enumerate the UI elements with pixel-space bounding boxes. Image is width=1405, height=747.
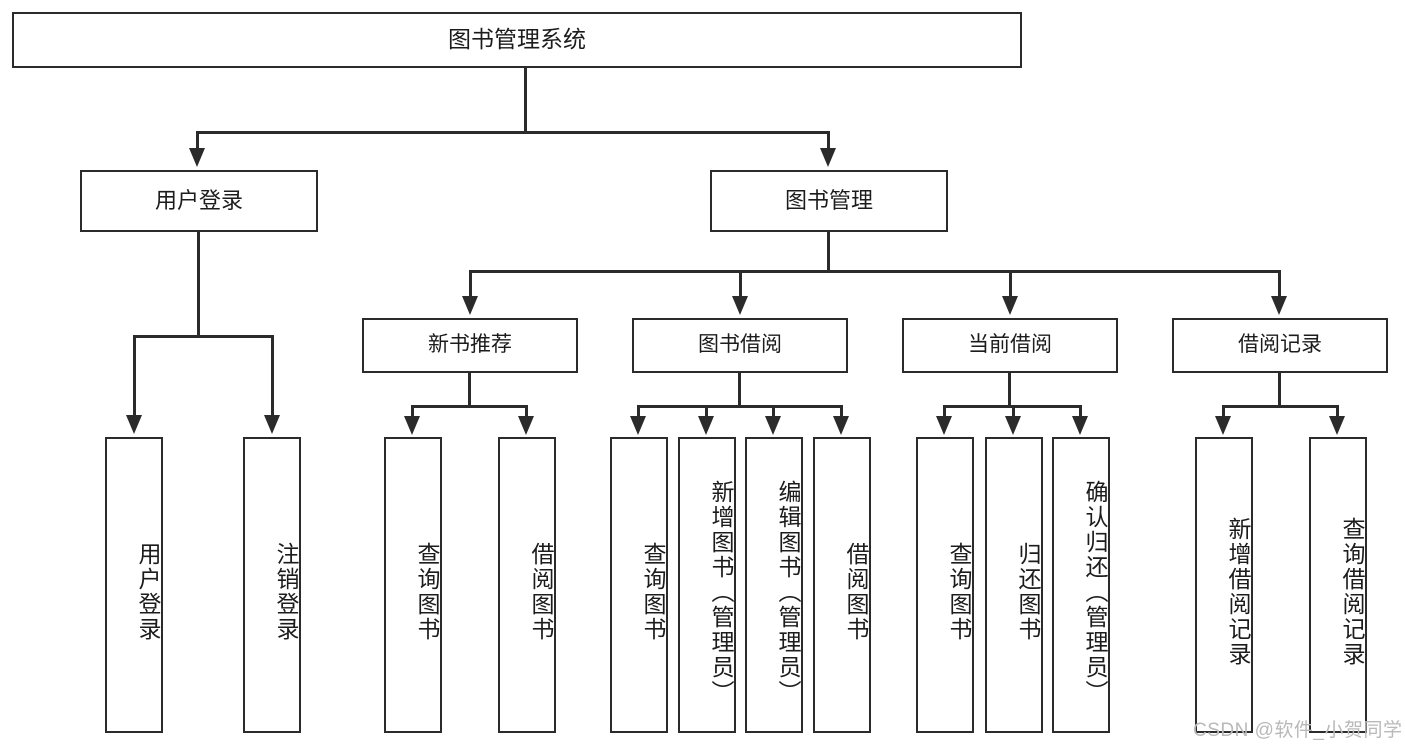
arrowhead-leaf-query-book-3 — [936, 416, 952, 435]
connector-book-mgmt-drop-1 — [469, 270, 472, 298]
node-user-login-label: 用户登录 — [154, 188, 243, 214]
arrowhead-book-borrow — [732, 296, 748, 315]
leaf-query-book-new[interactable]: 查询图书 — [384, 437, 442, 733]
arrowhead-leaf-query-book-2 — [630, 416, 646, 435]
connector-book-borrow-bus — [637, 405, 841, 408]
arrowhead-leaf-query-record — [1329, 416, 1345, 435]
leaf-user-login-label: 用户登录 — [135, 542, 161, 642]
node-root-label: 图书管理系统 — [448, 26, 586, 53]
leaf-borrow-book-new-label: 借阅图书 — [528, 542, 554, 642]
connector-book-mgmt-drop-3 — [1009, 270, 1012, 298]
arrowhead-user-login — [189, 148, 205, 167]
arrowhead-current-borrow — [1002, 296, 1018, 315]
arrowhead-leaf-logout — [264, 415, 280, 434]
connector-book-mgmt-bus — [469, 270, 1281, 273]
arrowhead-leaf-add-book — [698, 416, 714, 435]
connector-book-borrow-stem — [738, 373, 741, 405]
arrowhead-leaf-edit-book — [765, 416, 781, 435]
leaf-user-login[interactable]: 用户登录 — [105, 437, 163, 733]
connector-user-login-drop-1 — [133, 335, 136, 418]
arrowhead-leaf-borrow-book-2 — [833, 416, 849, 435]
leaf-confirm-return-admin-label: 确认归还（管理员） — [1082, 479, 1108, 705]
connector-book-mgmt-stem — [827, 232, 830, 270]
leaf-add-book-admin[interactable]: 新增图书（管理员） — [678, 437, 736, 733]
connector-root-to-user-login — [196, 131, 199, 151]
connector-user-login-bus — [133, 335, 273, 338]
node-current-borrow-label: 当前借阅 — [968, 333, 1052, 357]
connector-borrow-record-bus — [1222, 405, 1339, 408]
connector-current-borrow-stem — [1008, 373, 1011, 405]
node-current-borrow[interactable]: 当前借阅 — [902, 318, 1118, 373]
connector-root-to-book-mgmt — [827, 131, 830, 151]
connector-book-borrow-drop-4 — [840, 405, 843, 419]
connector-root-bus — [196, 131, 830, 134]
leaf-query-book-borrow-label: 查询图书 — [640, 542, 666, 642]
connector-book-borrow-drop-2 — [705, 405, 708, 419]
connector-root-stem — [524, 68, 527, 131]
connector-current-borrow-drop-3 — [1079, 405, 1082, 419]
connector-borrow-record-drop-1 — [1222, 405, 1225, 419]
node-borrow-record-label: 借阅记录 — [1238, 333, 1322, 357]
leaf-logout-label: 注销登录 — [273, 542, 299, 642]
leaf-query-book-current-label: 查询图书 — [946, 542, 972, 642]
leaf-query-book-borrow[interactable]: 查询图书 — [610, 437, 668, 733]
connector-current-borrow-drop-2 — [1012, 405, 1015, 419]
connector-new-book-bus — [411, 405, 528, 408]
arrowhead-leaf-add-record — [1215, 416, 1231, 435]
node-new-book-recommend[interactable]: 新书推荐 — [362, 318, 578, 373]
leaf-confirm-return-admin[interactable]: 确认归还（管理员） — [1052, 437, 1110, 733]
node-book-management[interactable]: 图书管理 — [710, 170, 948, 232]
connector-current-borrow-drop-1 — [943, 405, 946, 419]
leaf-return-book[interactable]: 归还图书 — [985, 437, 1043, 733]
connector-book-mgmt-drop-2 — [739, 270, 742, 298]
leaf-query-book-new-label: 查询图书 — [414, 542, 440, 642]
arrowhead-book-mgmt — [820, 148, 836, 167]
node-book-borrow[interactable]: 图书借阅 — [632, 318, 848, 373]
leaf-add-borrow-record-label: 新增借阅记录 — [1225, 517, 1251, 667]
arrowhead-leaf-user-login — [126, 415, 142, 434]
leaf-logout[interactable]: 注销登录 — [243, 437, 301, 733]
connector-user-login-drop-2 — [271, 335, 274, 418]
leaf-query-book-current[interactable]: 查询图书 — [916, 437, 974, 733]
leaf-borrow-book-borrow[interactable]: 借阅图书 — [813, 437, 871, 733]
arrowhead-new-book — [462, 296, 478, 315]
leaf-edit-book-admin-label: 编辑图书（管理员） — [775, 479, 801, 705]
leaf-query-borrow-record-label: 查询借阅记录 — [1339, 517, 1365, 667]
leaf-return-book-label: 归还图书 — [1015, 542, 1041, 642]
connector-user-login-stem — [197, 232, 200, 335]
arrowhead-borrow-record — [1271, 296, 1287, 315]
connector-book-borrow-drop-3 — [772, 405, 775, 419]
node-book-borrow-label: 图书借阅 — [698, 333, 782, 357]
connector-borrow-record-stem — [1278, 373, 1281, 405]
leaf-borrow-book-borrow-label: 借阅图书 — [843, 542, 869, 642]
leaf-edit-book-admin[interactable]: 编辑图书（管理员） — [745, 437, 803, 733]
node-book-management-label: 图书管理 — [784, 188, 873, 214]
node-borrow-record[interactable]: 借阅记录 — [1172, 318, 1388, 373]
connector-book-mgmt-drop-4 — [1278, 270, 1281, 298]
node-new-book-recommend-label: 新书推荐 — [428, 333, 512, 357]
connector-current-borrow-bus — [943, 405, 1079, 408]
node-user-login[interactable]: 用户登录 — [80, 170, 318, 232]
leaf-add-borrow-record[interactable]: 新增借阅记录 — [1195, 437, 1253, 733]
leaf-add-book-admin-label: 新增图书（管理员） — [708, 479, 734, 705]
leaf-query-borrow-record[interactable]: 查询借阅记录 — [1309, 437, 1367, 733]
connector-new-book-drop-2 — [525, 405, 528, 419]
arrowhead-leaf-return-book — [1005, 416, 1021, 435]
connector-new-book-drop-1 — [411, 405, 414, 419]
arrowhead-leaf-confirm-return — [1072, 416, 1088, 435]
node-root-system[interactable]: 图书管理系统 — [12, 12, 1022, 68]
leaf-borrow-book-new[interactable]: 借阅图书 — [498, 437, 556, 733]
connector-book-borrow-drop-1 — [637, 405, 640, 419]
connector-new-book-stem — [468, 373, 471, 405]
arrowhead-leaf-query-book-1 — [404, 416, 420, 435]
connector-borrow-record-drop-2 — [1336, 405, 1339, 419]
arrowhead-leaf-borrow-book-1 — [518, 416, 534, 435]
